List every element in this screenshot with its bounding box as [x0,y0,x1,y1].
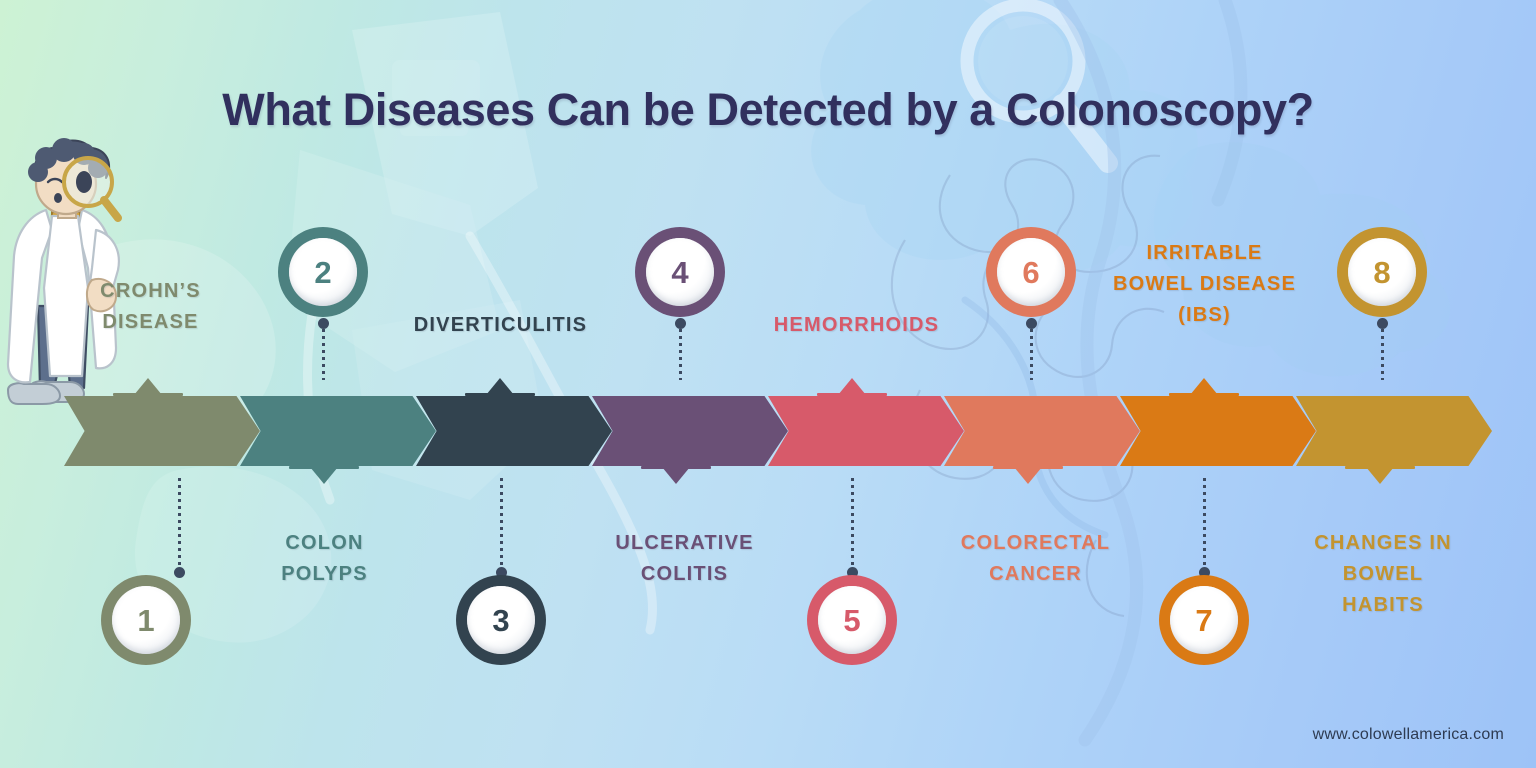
connector-step-2 [318,318,329,380]
badge-disc [1170,586,1238,654]
pointer-step-3 [465,374,535,396]
pointer-step-4 [641,466,711,488]
badge-disc [1348,238,1416,306]
label-step-4: ULCERATIVE COLITIS [615,532,754,585]
badge-step-8[interactable]: 8 [1337,227,1427,317]
connector-step-7 [1199,478,1210,578]
badge-disc [646,238,714,306]
footer-website-url[interactable]: www.colowellamerica.com [1312,726,1504,743]
connector-step-3 [496,478,507,578]
badge-disc [467,586,535,654]
badge-disc [289,238,357,306]
pointer-step-6 [993,466,1063,488]
pointer-step-7 [1169,374,1239,396]
badge-step-6[interactable]: 6 [986,227,1076,317]
connector-step-1 [174,478,185,578]
badge-number: 4 [671,254,689,290]
chevron-step-5[interactable] [768,396,964,466]
page-title: What Diseases Can be Detected by a Colon… [222,84,1314,135]
pointer-step-2 [289,466,359,488]
badge-number: 8 [1373,254,1391,290]
badge-step-2[interactable]: 2 [278,227,368,317]
badge-disc [818,586,886,654]
label-step-2: COLON POLYPS [281,532,368,585]
pointer-step-5 [817,374,887,396]
label-step-1: CROHN’S DISEASE [100,280,201,333]
badge-number: 1 [137,602,155,638]
badge-number: 2 [314,254,332,290]
badge-disc [112,586,180,654]
badge-number: 3 [492,602,510,638]
chevron-step-4[interactable] [592,396,788,466]
label-step-6: COLORECTAL CANCER [960,532,1111,585]
label-step-5: HEMORRHOIDS [773,314,940,336]
doctor-illustration [6,138,122,405]
badge-number: 5 [843,602,861,638]
badge-step-7[interactable]: 7 [1159,575,1249,665]
chevron-step-3[interactable] [416,396,612,466]
badge-step-5[interactable]: 5 [807,575,897,665]
label-step-7: IRRITABLE BOWEL DISEASE (IBS) [1112,242,1297,326]
label-step-8: CHANGES IN BOWEL HABITS [1314,532,1452,616]
chevron-step-1[interactable] [64,396,260,466]
connector-step-6 [1026,318,1037,380]
process-chevron-band [0,396,1536,466]
pointer-step-8 [1345,466,1415,488]
badge-step-4[interactable]: 4 [635,227,725,317]
badge-step-1[interactable]: 1 [101,575,191,665]
connector-step-4 [675,318,686,380]
chevron-step-2[interactable] [240,396,436,466]
badge-disc [997,238,1065,306]
chevron-step-6[interactable] [944,396,1140,466]
badge-step-3[interactable]: 3 [456,575,546,665]
label-step-3: DIVERTICULITIS [413,314,588,336]
pointer-step-1 [113,374,183,396]
badge-number: 6 [1022,254,1040,290]
chevron-step-7[interactable] [1120,396,1316,466]
badge-number: 7 [1195,602,1213,638]
connector-step-5 [847,478,858,578]
connector-step-8 [1377,318,1388,380]
chevron-step-8[interactable] [1296,396,1492,466]
